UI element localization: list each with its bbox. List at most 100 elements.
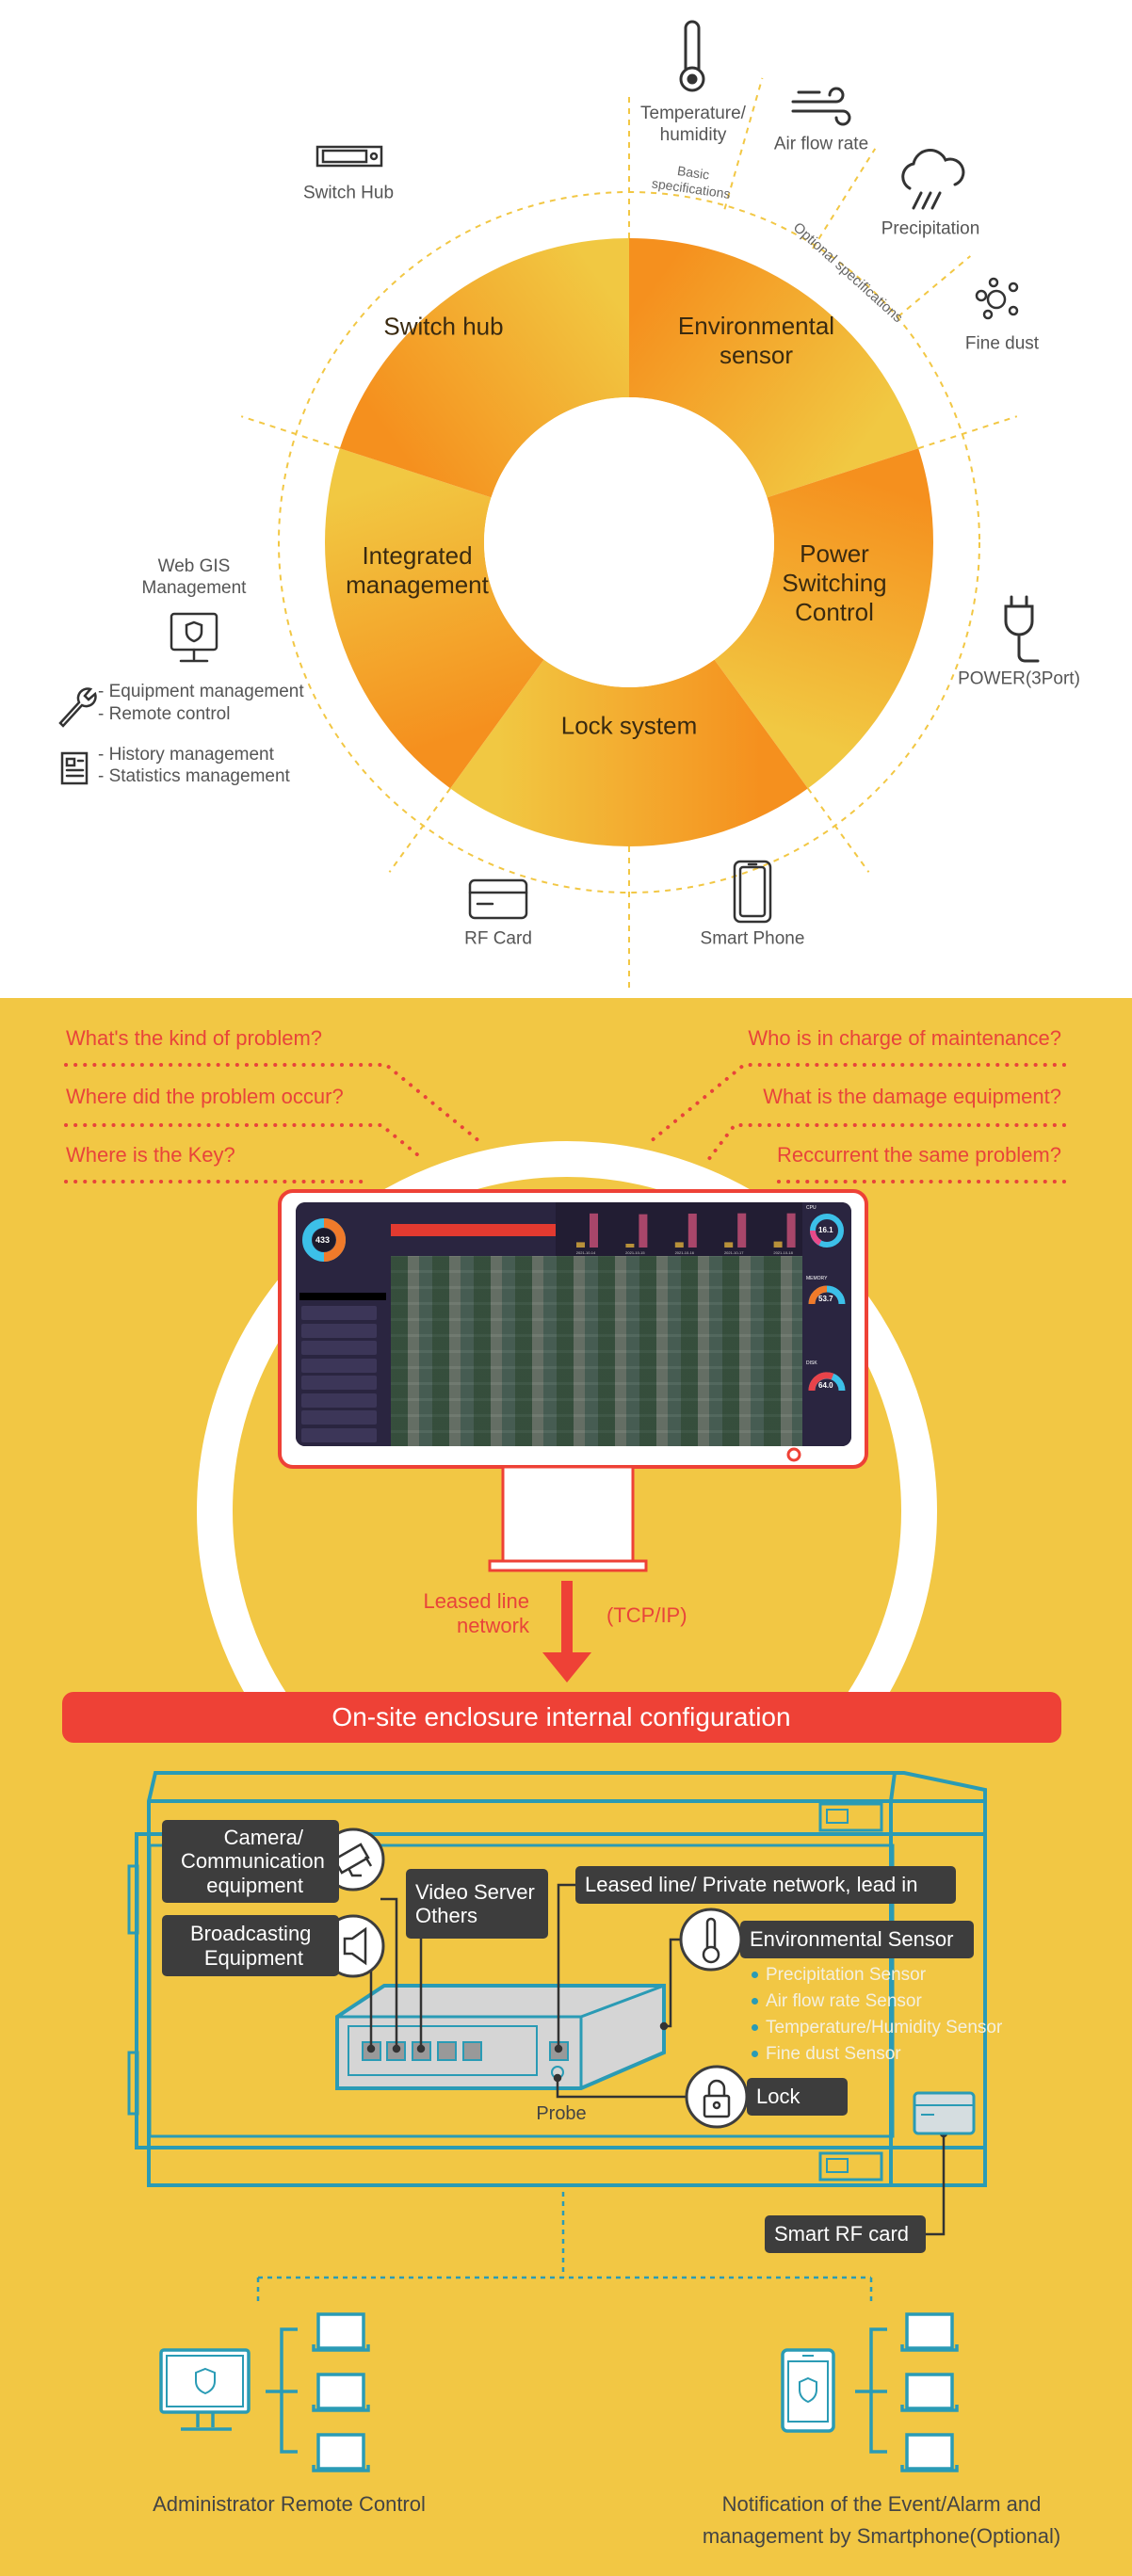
- smartphone-icon: [733, 860, 772, 924]
- leased-line-box: Leased line/ Private network, lead in: [575, 1866, 956, 1904]
- bar-high: [786, 1213, 796, 1248]
- rain-cloud-icon: [901, 149, 965, 210]
- segment-label-lock-system: Lock system: [560, 711, 698, 740]
- admin-monitor-icon: [159, 2348, 251, 2431]
- device-list-item[interactable]: [301, 1341, 377, 1355]
- history-mgmt-label: - History management: [98, 745, 274, 765]
- sensor-item: Temperature/Humidity Sensor: [752, 2018, 1002, 2038]
- donut-segment: [629, 238, 919, 498]
- sensor-item: Precipitation Sensor: [752, 1965, 926, 1986]
- question-dotted-lines: [64, 1063, 1066, 1183]
- bar-low: [773, 1241, 783, 1248]
- device-list-item[interactable]: [301, 1323, 377, 1338]
- disk-value: 64.0: [818, 1381, 833, 1390]
- date-tick: 2021-10-14: [576, 1250, 596, 1255]
- sensor-item: Fine dust Sensor: [752, 2044, 901, 2065]
- segment-label-integrated-management: Integrated management: [346, 540, 489, 599]
- smart-rf-card-box: Smart RF card: [765, 2215, 926, 2253]
- notification-label-line1: Notification of the Event/Alarm and: [721, 2491, 1042, 2516]
- device-list-item[interactable]: [301, 1393, 377, 1408]
- donut-segment: [714, 448, 933, 789]
- probe-label: Probe: [536, 2103, 587, 2124]
- laptop-icons: [900, 2312, 959, 2472]
- bar-low: [576, 1242, 585, 1248]
- question-who-in-charge: Who is in charge of maintenance?: [748, 1026, 1061, 1050]
- date-tick: 2021-10-16: [675, 1250, 695, 1255]
- device-list-item[interactable]: [301, 1306, 377, 1320]
- device-list-item[interactable]: [301, 1376, 377, 1390]
- segment-label-switch-hub: Switch hub: [383, 312, 504, 341]
- disk-label: DISK: [806, 1360, 817, 1366]
- sensor-item: Air flow rate Sensor: [752, 1991, 922, 2012]
- down-arrow-icon: [542, 1581, 591, 1682]
- camera-label: Camera/ Communication equipment: [162, 1820, 339, 1903]
- system-stats-panel: CPU 16.1 MEMORY 53.7 DISK 64.0: [802, 1202, 851, 1446]
- device-sidebar: 433: [296, 1202, 391, 1446]
- device-list-item[interactable]: [301, 1410, 377, 1425]
- white-ring: [197, 1141, 937, 1695]
- leased-line-label: Leased line network: [423, 1589, 529, 1638]
- admin-remote-control-label: Administrator Remote Control: [153, 2491, 426, 2516]
- monitor-shield-icon: [170, 612, 218, 663]
- web-gis-label: Web GIS Management: [141, 556, 247, 598]
- video-server-label: Video Server Others: [406, 1869, 548, 1939]
- device-list-item[interactable]: [301, 1427, 377, 1442]
- rf-card-icon: [468, 878, 528, 920]
- segment-label-environmental-sensor: Environmental sensor: [677, 311, 835, 369]
- date-tick: 2021-10-18: [773, 1250, 793, 1255]
- admin-group: [159, 2312, 370, 2472]
- fine-dust-label: Fine dust: [964, 333, 1040, 354]
- question-recurrent: Reccurrent the same problem?: [776, 1143, 1061, 1167]
- dust-icon: [975, 277, 1019, 320]
- broadcasting-label: Broadcasting Equipment: [162, 1915, 339, 1976]
- document-icon: [60, 751, 89, 785]
- bar-low: [724, 1242, 734, 1248]
- memory-value: 53.7: [818, 1295, 833, 1303]
- question-damage-equipment: What is the damage equipment?: [763, 1085, 1061, 1108]
- question-kind-of-problem: What's the kind of problem?: [66, 1026, 323, 1050]
- bar-high: [737, 1213, 747, 1248]
- wrench-icon: [58, 687, 97, 728]
- banner-bg: [62, 1692, 1061, 1743]
- bar-high: [639, 1214, 648, 1248]
- environmental-sensor-box: Environmental Sensor: [740, 1921, 974, 1958]
- cpu-label: CPU: [806, 1205, 817, 1211]
- thermometer-icon: [679, 20, 705, 92]
- bar-low: [674, 1242, 684, 1248]
- donut-segment: [450, 659, 808, 847]
- equipment-mgmt-label: - Equipment management: [98, 682, 304, 701]
- enclosure: [127, 1771, 987, 2187]
- laptop-icons: [312, 2312, 370, 2472]
- cctv-camera-icon: [332, 1843, 373, 1877]
- precipitation-label: Precipitation: [881, 218, 980, 239]
- phone-shield-icon: [781, 2348, 835, 2433]
- radial-dashed-line: [723, 77, 764, 210]
- lock-box: Lock: [747, 2078, 848, 2116]
- statistics-mgmt-label: - Statistics management: [98, 766, 290, 786]
- power-button-icon: [786, 1447, 801, 1462]
- radial-dashed-line: [812, 148, 877, 250]
- segment-label-power-switching: Power Switching Control: [782, 539, 887, 627]
- device-list-item[interactable]: [301, 1358, 377, 1373]
- smart-phone-label: Smart Phone: [700, 928, 805, 949]
- smartphone-group: [781, 2312, 959, 2472]
- padlock-icon: [703, 2079, 731, 2118]
- temperature-label: Temperature/ humidity: [640, 104, 746, 145]
- ecosystem-section: Switch hub Environmental sensor Power Sw…: [0, 0, 1132, 998]
- rf-card-label: RF Card: [464, 928, 532, 949]
- tcp-ip-label: (TCP/IP): [606, 1603, 687, 1627]
- satellite-map[interactable]: [391, 1256, 802, 1446]
- question-where-key: Where is the Key?: [66, 1143, 235, 1167]
- donut-diagram: [58, 20, 1040, 988]
- question-where-problem: Where did the problem occur?: [66, 1085, 344, 1108]
- bar-high: [687, 1214, 697, 1248]
- switch-hub-icon: [315, 145, 383, 168]
- date-tick: 2021-10-17: [724, 1250, 744, 1255]
- wind-icon: [791, 87, 851, 126]
- airflow-label: Air flow rate: [773, 134, 869, 154]
- rf-card-device-icon: [913, 2091, 976, 2135]
- plug-icon: [1004, 595, 1040, 663]
- switch-hub-label: Switch Hub: [302, 183, 395, 203]
